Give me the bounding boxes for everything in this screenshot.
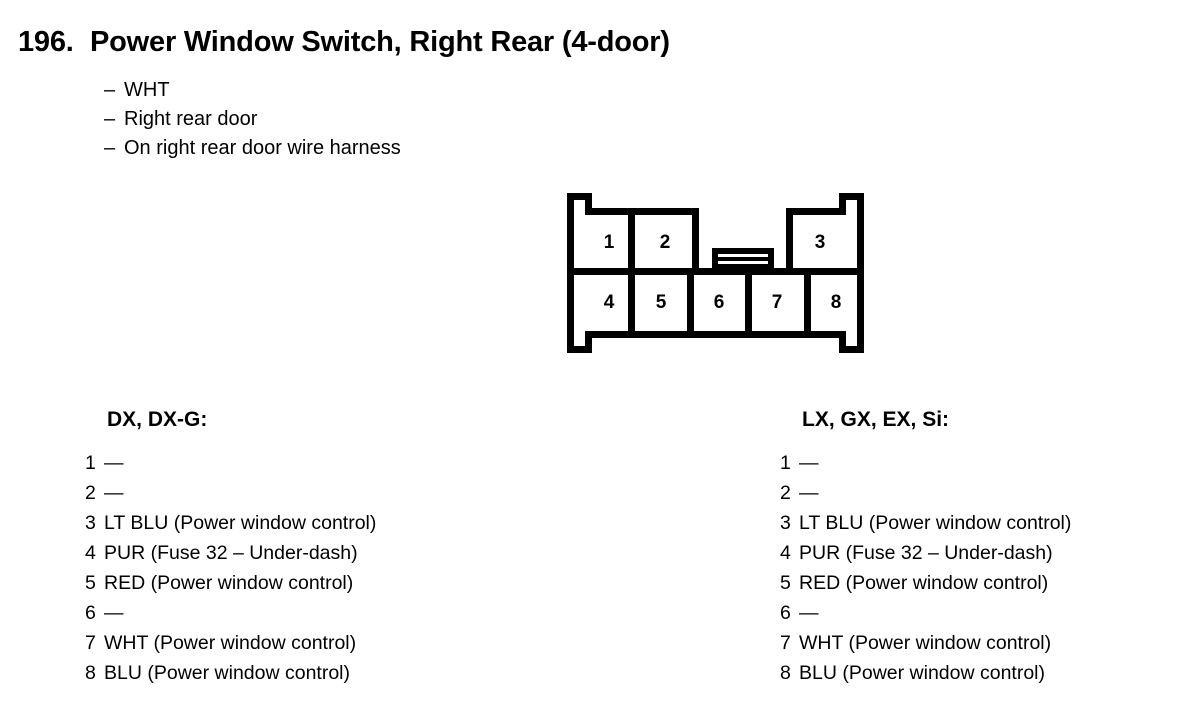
pin-number: 4 [85,542,96,564]
spec-list: –WHT –Right rear door –On right rear doo… [104,76,401,163]
pin-row: 6— [780,602,1071,632]
cell-divider-5-6 [687,268,694,336]
pin-number: 1 [85,452,96,474]
pin-row: 2— [85,482,376,512]
connector-diagram: 1 2 3 4 5 6 7 8 [567,193,864,353]
pin-number: 3 [780,512,791,534]
pin-description: PUR (Fuse 32 – Under-dash) [104,542,358,564]
pin-row: 4 PUR (Fuse 32 – Under-dash) [85,542,376,572]
pin-description: BLU (Power window control) [104,662,351,684]
pin-row: 8 BLU (Power window control) [780,662,1071,692]
pin-description: WHT (Power window control) [799,632,1052,654]
pin-number: 1 [780,452,791,474]
connector-pin-4: 4 [603,292,615,313]
latch-tab-slot [718,261,768,264]
pin-description: RED (Power window control) [104,572,354,594]
pin-number: 8 [780,662,791,684]
spec-item-label: Right rear door [124,108,258,130]
pin-description: — [799,452,819,474]
pin-number: 2 [780,482,791,504]
cell-divider-6-7 [745,268,752,336]
dash-marker: – [104,79,116,101]
pin-row: 7 WHT (Power window control) [85,632,376,662]
pin-number: 8 [85,662,96,684]
connector-pin-1: 1 [603,232,615,253]
pin-row: 7 WHT (Power window control) [780,632,1071,662]
connector-pin-8: 8 [830,292,842,313]
connector-pin-7: 7 [771,292,783,313]
notch-bottom-right-step [839,331,846,353]
pin-number: 5 [85,572,96,594]
pin-number: 4 [780,542,791,564]
pin-row: 3 LT BLU (Power window control) [85,512,376,542]
spec-item-label: On right rear door wire harness [124,137,401,159]
notch-top-left-step [585,193,592,215]
pin-row: 1— [780,452,1071,482]
connector-pin-5: 5 [655,292,667,313]
spec-item: –Right rear door [104,105,401,134]
pin-number: 3 [85,512,96,534]
pin-description: — [104,452,124,474]
pin-row: 8 BLU (Power window control) [85,662,376,692]
notch-top-right-step [839,193,846,215]
notch-bottom-right-cap [839,346,864,353]
cell-band-top-left [585,208,699,215]
latch-tab-slot [718,254,768,257]
pin-description: LT BLU (Power window control) [104,512,377,534]
cell-band-top-right [786,208,846,215]
pin-table-heading: DX, DX-G: [107,408,208,431]
notch-bottom-left-step [585,331,592,353]
pin-number: 5 [780,572,791,594]
connector-pin-6: 6 [713,292,725,313]
spec-item-label: WHT [124,79,170,101]
pin-number: 6 [780,602,791,624]
dash-marker: – [104,108,116,130]
pin-number: 7 [780,632,791,654]
cell-wall-2-right [692,208,699,268]
page-title-number: 196. [18,26,74,58]
pin-row: 5 RED (Power window control) [85,572,376,602]
pin-table-heading: LX, GX, EX, Si: [802,408,950,431]
pin-row: 6— [85,602,376,632]
pin-number: 2 [85,482,96,504]
pin-description: RED (Power window control) [799,572,1049,594]
cell-band-bottom [585,331,846,338]
spec-item: –On right rear door wire harness [104,134,401,163]
pin-number: 6 [85,602,96,624]
row-divider [567,268,864,275]
cell-divider-4-5 [628,268,635,336]
pin-row: 5 RED (Power window control) [780,572,1071,602]
spec-item: –WHT [104,76,401,105]
pin-row: 4 PUR (Fuse 32 – Under-dash) [780,542,1071,572]
page-title: 196. Power Window Switch, Right Rear (4-d… [18,26,670,59]
notch-top-right-cap [839,193,864,200]
pin-description: LT BLU (Power window control) [799,512,1072,534]
pin-description: WHT (Power window control) [104,632,357,654]
pin-description: — [104,482,124,504]
pin-description: — [799,482,819,504]
connector-pin-2: 2 [659,232,671,253]
latch-tab-outline [712,248,774,268]
pin-description: — [799,602,819,624]
pin-description: PUR (Fuse 32 – Under-dash) [799,542,1053,564]
cell-wall-3-left [786,208,793,268]
pin-row: 1— [85,452,376,482]
pin-description: — [104,602,124,624]
notch-top-left-cap [567,193,592,200]
notch-bottom-left-cap [567,346,592,353]
pin-number: 7 [85,632,96,654]
cell-divider-7-8 [804,268,811,336]
cell-divider-1-2 [628,208,635,268]
pin-description: BLU (Power window control) [799,662,1046,684]
connector-pin-3: 3 [814,232,826,253]
dash-marker: – [104,137,116,159]
pin-row: 2— [780,482,1071,512]
page-title-text: Power Window Switch, Right Rear (4-door) [90,26,670,58]
pin-row: 3 LT BLU (Power window control) [780,512,1071,542]
